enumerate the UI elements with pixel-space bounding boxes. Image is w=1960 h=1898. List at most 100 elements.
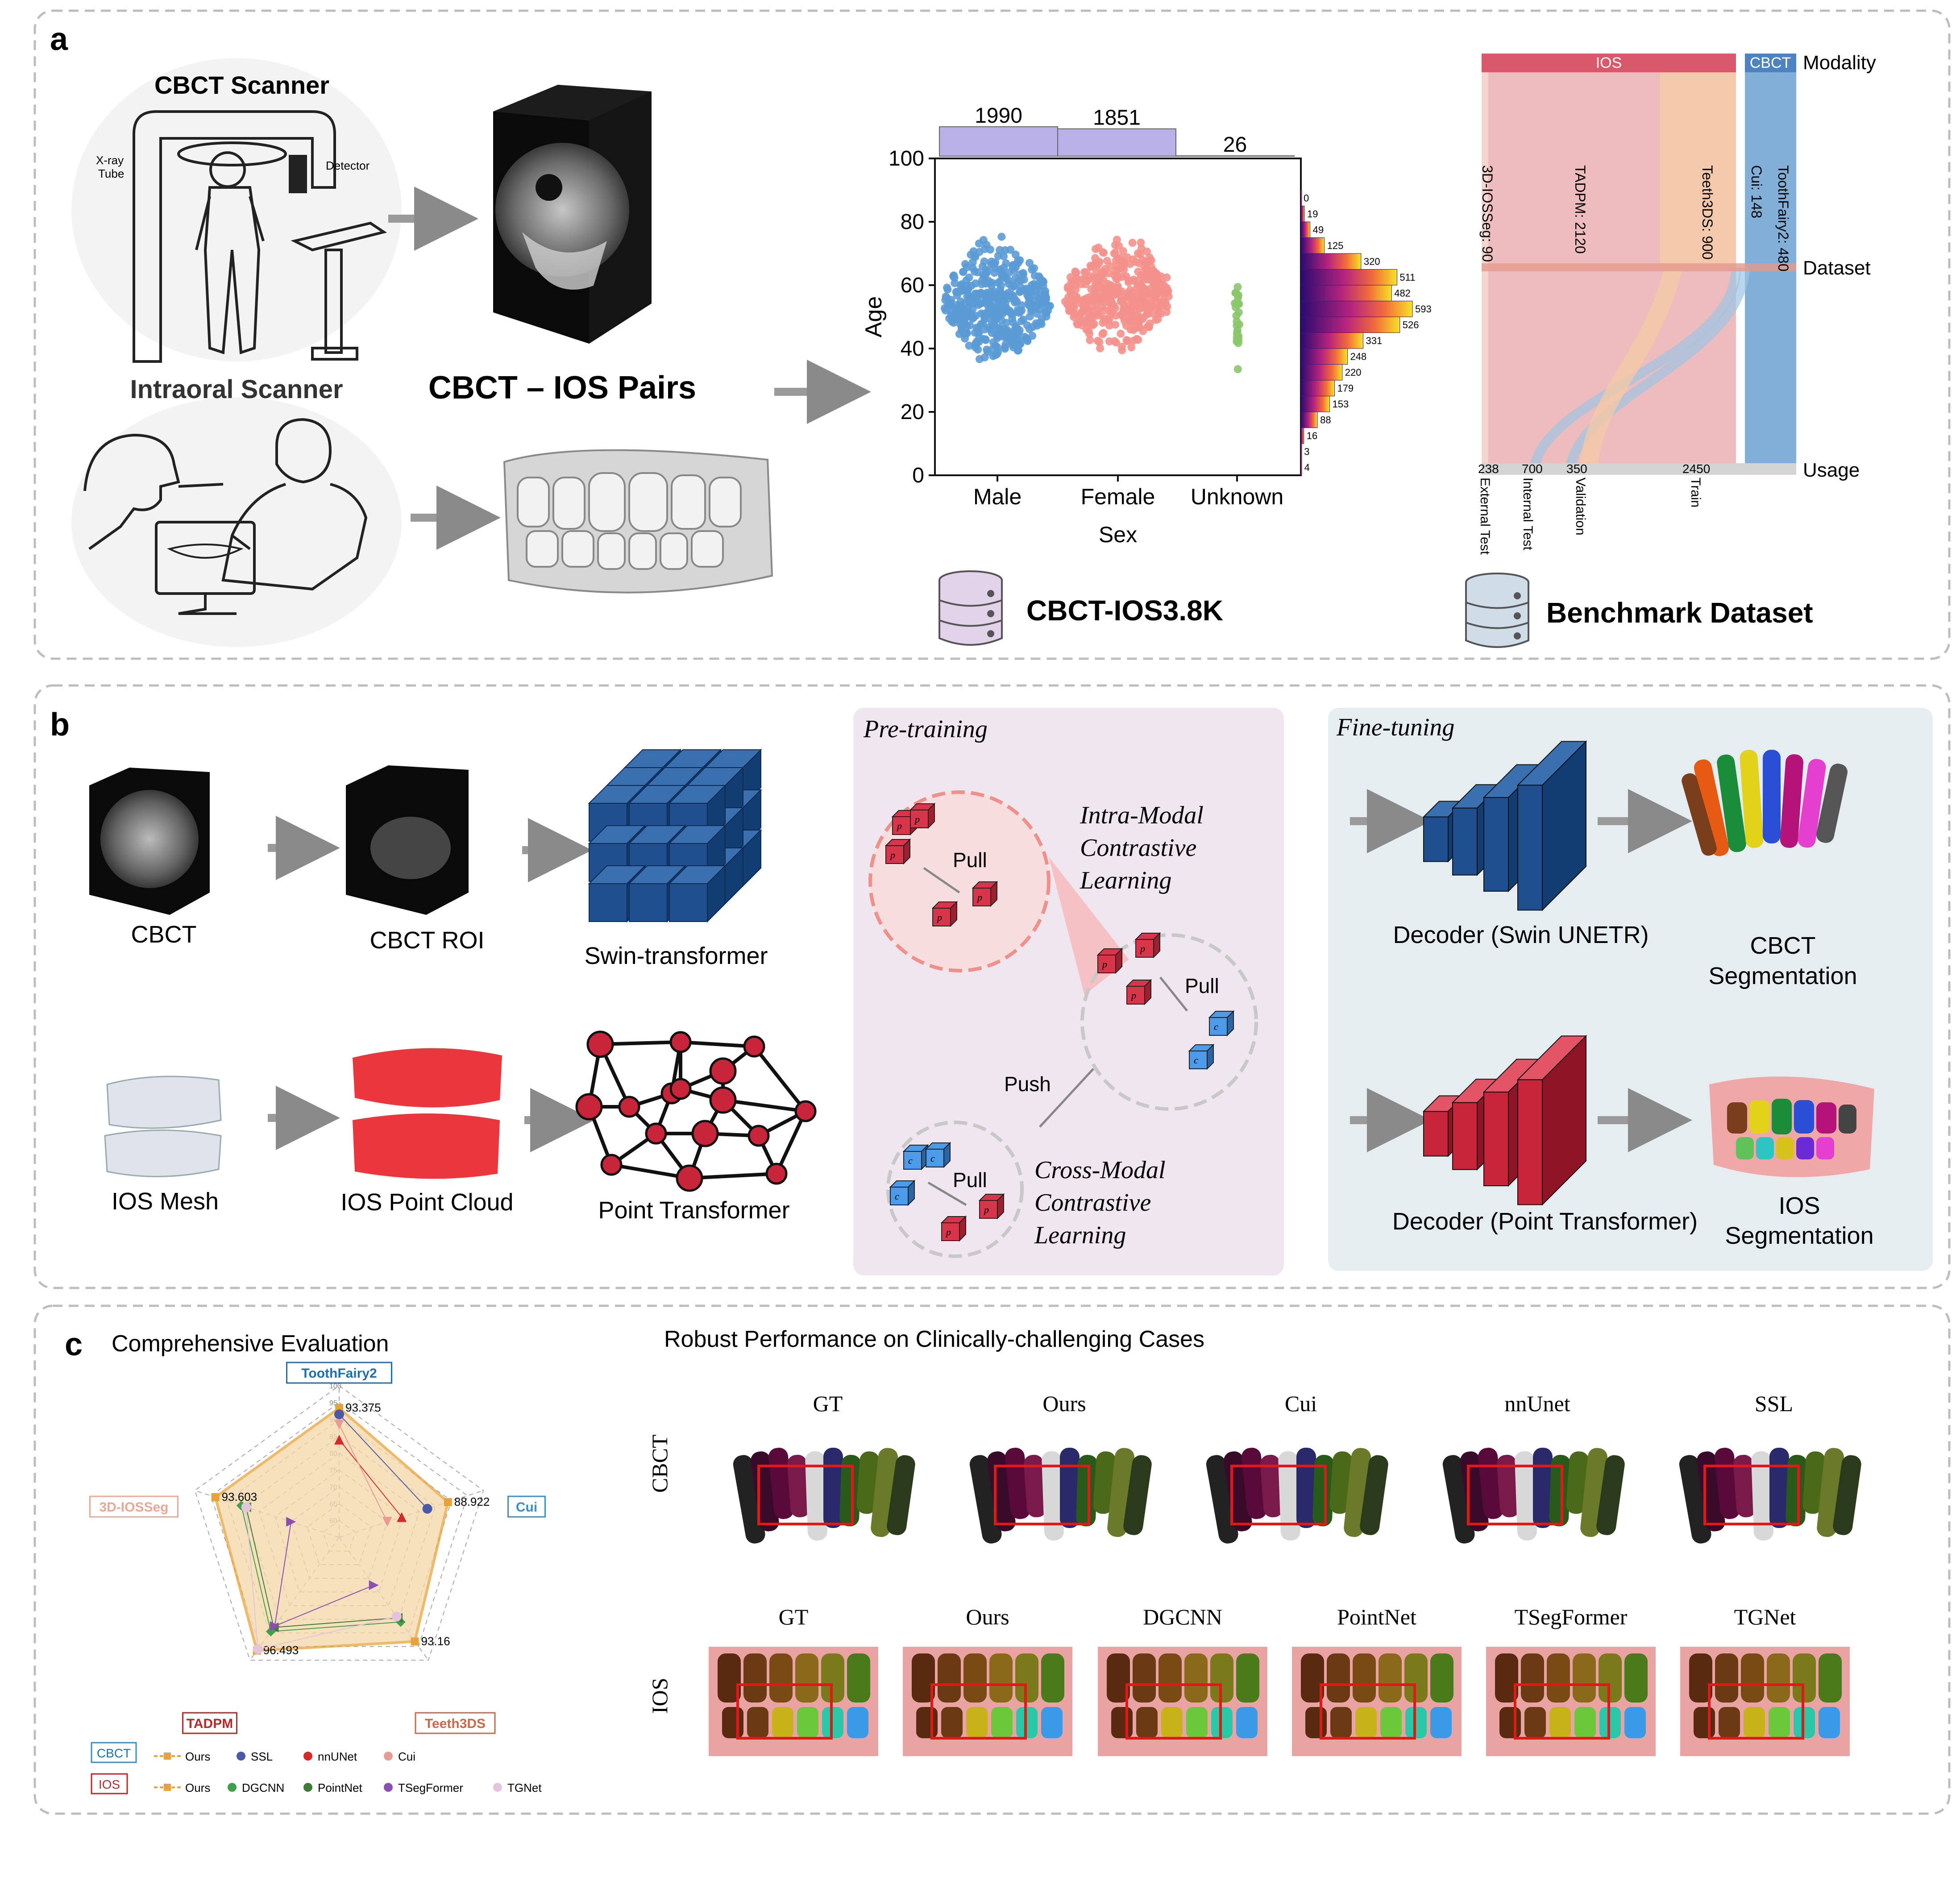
- dataset-name: CBCT-IOS3.8K: [1026, 594, 1223, 627]
- data-point: [1233, 365, 1242, 374]
- intra-modal-circle: [868, 790, 1051, 972]
- highlight-box: [1708, 1683, 1804, 1740]
- embedding-label: p: [976, 892, 982, 903]
- usage-name: External Test: [1478, 478, 1492, 555]
- dataset-label: 3D-IOSSeg: 90: [1479, 165, 1495, 262]
- data-point: [994, 301, 1003, 310]
- histogram-bar: [1300, 348, 1348, 365]
- graph-node: [645, 1122, 667, 1145]
- graph-node: [618, 1096, 640, 1118]
- data-point: [996, 246, 1004, 254]
- ios-mesh-label: IOS Mesh: [112, 1188, 219, 1215]
- data-point: [1128, 316, 1136, 325]
- axis-label: 3D-IOSSeg: [99, 1500, 168, 1515]
- data-point: [1083, 277, 1091, 286]
- count-label: 1851: [1093, 106, 1141, 130]
- tooth-shape: [1327, 1653, 1350, 1703]
- x-axis-label: Sex: [1099, 522, 1137, 547]
- data-point: [949, 272, 958, 280]
- method-label: TSegFormer: [1515, 1604, 1628, 1629]
- highlight-box: [930, 1683, 1027, 1740]
- tooth-shape: [1305, 1707, 1327, 1738]
- legend-group-box-cbct: [91, 1742, 137, 1763]
- data-point: [1023, 321, 1031, 330]
- method-label: GT: [779, 1604, 809, 1629]
- histogram-bar: [1300, 396, 1330, 412]
- data-point: [1008, 310, 1017, 318]
- ios-mesh-image: [104, 1076, 222, 1177]
- legend-group-box-ios: [91, 1773, 128, 1794]
- tooth-shape: [847, 1653, 870, 1703]
- tooth-shape: [1260, 1454, 1283, 1517]
- method-label: PointNet: [1337, 1604, 1416, 1629]
- data-point: [1032, 291, 1041, 300]
- histogram-bar: [1300, 301, 1413, 317]
- data-point: [1101, 287, 1110, 295]
- tooth-shape: [805, 1451, 827, 1541]
- data-point: [1151, 279, 1159, 287]
- data-point: [952, 287, 960, 296]
- data-point: [1095, 338, 1104, 346]
- histogram-label: 248: [1350, 351, 1367, 362]
- tooth-shape: [1574, 1707, 1596, 1738]
- data-point: [1163, 302, 1171, 311]
- method-label: SSL: [1755, 1391, 1793, 1416]
- data-point: [987, 257, 996, 266]
- swin-unetr-decoder-blocks: [1422, 740, 1587, 911]
- ours-marker: [411, 1637, 419, 1646]
- method-label: Ours: [1042, 1391, 1086, 1416]
- dataset-label: Cui: 148: [1748, 165, 1765, 218]
- data-point: [1163, 284, 1171, 292]
- embedding-label: c: [930, 1153, 935, 1164]
- panel-a-letter: a: [50, 21, 68, 57]
- data-point: [1072, 268, 1080, 277]
- data-point: [998, 309, 1007, 318]
- graph-node: [586, 1030, 614, 1058]
- embedding-cube: [885, 845, 904, 864]
- highlight-box: [757, 1465, 854, 1525]
- data-point: [943, 283, 951, 292]
- graph-node: [676, 1164, 703, 1192]
- tooth-shape: [1769, 1707, 1790, 1738]
- highlight-box: [1125, 1683, 1222, 1740]
- data-point: [972, 341, 980, 349]
- flow-teeth3ds-split: [1580, 266, 1682, 465]
- legend-marker: [493, 1783, 502, 1792]
- legend-label: PointNet: [318, 1781, 362, 1794]
- data-point: [978, 276, 986, 285]
- cross-modal-label-1: Cross-Modal: [1034, 1156, 1166, 1184]
- embedding-cube: [932, 908, 951, 926]
- data-point: [1030, 264, 1038, 272]
- radar-grid: [194, 1385, 484, 1661]
- legend-label: TSegFormer: [398, 1781, 463, 1794]
- decoder-block: [1483, 1092, 1509, 1187]
- data-point: [1105, 321, 1113, 330]
- data-point: [1153, 271, 1161, 280]
- data-point: [1086, 262, 1095, 270]
- data-point: [1091, 254, 1100, 262]
- flow-cui: [1530, 267, 1741, 466]
- data-point: [1118, 342, 1126, 351]
- x-tick-label: Unknown: [1191, 484, 1283, 509]
- usage-name: Validation: [1573, 478, 1588, 536]
- decoder-block: [1452, 1102, 1478, 1170]
- data-point: [1096, 275, 1105, 284]
- decoder-block: [1423, 816, 1449, 862]
- tooth-shape: [1355, 1707, 1377, 1738]
- data-point: [994, 278, 1002, 287]
- ios-segmentation-label-2: Segmentation: [1725, 1222, 1873, 1249]
- detector-label: Detector: [326, 159, 370, 172]
- tooth-shape: [1430, 1707, 1452, 1738]
- y-tick-label: 80: [901, 210, 924, 234]
- tooth-shape: [1497, 1454, 1520, 1517]
- swin-transformer-cubes: [588, 748, 762, 923]
- modality-label-ios: IOS: [1596, 54, 1622, 71]
- tooth-shape: [1533, 1448, 1553, 1528]
- intra-modal-label-3: Learning: [1080, 867, 1171, 894]
- tooth-shape: [1741, 1653, 1764, 1703]
- series-marker: [334, 1409, 344, 1420]
- tooth-shape: [966, 1707, 988, 1738]
- legend-group-cbct: CBCT: [97, 1746, 131, 1760]
- data-point: [1145, 299, 1154, 308]
